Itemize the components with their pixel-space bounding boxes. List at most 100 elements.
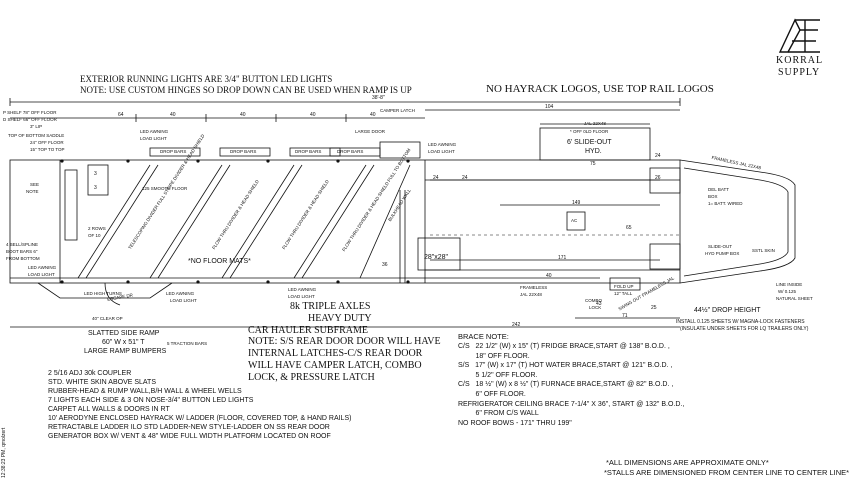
- label-subnote-2: INTERNAL LATCHES-C/S REAR DOOR: [248, 348, 423, 359]
- label-no-mats: *NO FLOOR MATS*: [188, 258, 251, 265]
- spec-item: GENERATOR BOX W/ VENT & 48" WIDE FULL WI…: [48, 433, 331, 440]
- dim-24b: 24: [433, 175, 439, 181]
- spec-item: 10' AERODYNE ENCLOSED HAYRACK W/ LADDER …: [48, 415, 352, 422]
- label-dropbars-4: DROP BARS: [337, 149, 364, 154]
- dim-overall: 38'-8": [372, 95, 385, 101]
- label-3a: 3: [94, 171, 97, 177]
- dim-104: 104: [545, 104, 554, 110]
- label-high-turns: LED HIGH TURNS: [84, 291, 122, 296]
- dim-43: 43: [596, 301, 602, 307]
- label-3b: 3: [94, 185, 97, 191]
- dim-drop-height: 44½" DROP HEIGHT: [694, 307, 761, 314]
- dim-40e: 40: [546, 273, 552, 279]
- label-ramp-2: 60" W x 51" T: [102, 339, 145, 346]
- label-heavy-duty: HEAVY DUTY: [308, 313, 372, 324]
- dim-25: 25: [651, 305, 657, 311]
- label-off-floor: * OFF 0LD FLOOR: [570, 129, 609, 134]
- ac-box: [566, 211, 586, 231]
- label-awning-right-2: LOAD LIGHT: [428, 149, 455, 154]
- label-box-28x28: 28"x28": [424, 254, 449, 261]
- label-of-10: OF 10: [88, 233, 101, 238]
- label-del-batt-1: DEL BATT: [708, 187, 730, 192]
- brace-line: C/S 18 ½" (W) x 8 ½" (T) FURNACE BRACE,S…: [458, 381, 674, 389]
- brace-line: 6" FROM C/S WALL: [458, 410, 539, 418]
- dim-75: 75: [590, 161, 596, 167]
- label-subnote-3: WILL HAVE CAMPER LATCH, COMBO: [248, 360, 422, 371]
- brace-list: C/S 22 1/2" (W) x 15" (T) FRIDGE BRACE,S…: [458, 343, 684, 429]
- label-large-door: LARGE DOOR: [355, 129, 386, 134]
- label-fold-1: FOLD UP: [614, 284, 634, 289]
- brace-line: REFRIGERATOR CEILING BRACE 7-1/4" X 36",…: [458, 400, 685, 408]
- spec-list: 2 5/16 ADJ 30k COUPLER STD. WHITE SKIN A…: [48, 370, 351, 442]
- header-exterior: EXTERIOR RUNNING LIGHTS ARE 3/4" BUTTON …: [80, 74, 333, 84]
- label-awning-left-2: LOAD LIGHT: [28, 272, 55, 277]
- label-slide-out: 6' SLIDE-OUT: [567, 139, 612, 146]
- spec-item: STD. WHITE SKIN ABOVE SLATS: [48, 379, 157, 386]
- trailer-nose-outline: [679, 159, 796, 284]
- dim-242: 242: [512, 322, 521, 328]
- label-see: SEE: [30, 182, 40, 187]
- spec-item: RUBBER-HEAD & RUMP WALL,B/H WALL & WHEEL…: [48, 388, 242, 395]
- label-awning-bot-2b: LOAD LIGHT: [288, 294, 315, 299]
- logo-supply: SUPPLY: [778, 67, 821, 78]
- label-combo-2: LOCK: [589, 305, 602, 310]
- label-awning-top-2: LOAD LIGHT: [140, 136, 167, 141]
- dim-26: 26: [655, 175, 661, 181]
- dim-40a: 40: [170, 112, 176, 118]
- spec-item: 2 5/16 ADJ 30k COUPLER: [48, 370, 132, 377]
- label-dropbars-2: DROP BARS: [230, 149, 257, 154]
- label-saddle-24: 24" OFF FLOOR: [30, 140, 64, 145]
- label-install-2: (INSULATE UNDER SHEETS FOR LQ TRAILERS O…: [680, 326, 809, 332]
- label-saddle-15: 15" TOP TO TOP: [30, 147, 65, 152]
- label-del-batt-2: BOX: [708, 194, 718, 199]
- footer-stalls: *STALLS ARE DIMENSIONED FROM CENTER LINE…: [604, 468, 850, 477]
- label-install-1: INSTALL 0.125 SHEETS W/ MAGNA-LOCK FASTE…: [676, 319, 805, 325]
- label-ramp-3: LARGE RAMP BUMPERS: [84, 348, 167, 355]
- label-awning-top-1: LED AWNING: [140, 129, 169, 134]
- label-floor-smooth: 125 SMOOTH FLOOR: [142, 186, 188, 191]
- label-awning-right-1: LED AWNING: [428, 142, 457, 147]
- footer-stamp: 12:38:23 PM, qmolzert: [1, 427, 7, 478]
- dim-149: 149: [572, 200, 581, 206]
- spec-item: 7 LIGHTS EACH SIDE & 3 ON NOSE-3/4" BUTT…: [48, 397, 254, 404]
- label-awning-left-1: LED AWNING: [28, 265, 57, 270]
- label-awning-bot-1b: LOAD LIGHT: [170, 298, 197, 303]
- dim-40b: 40: [240, 112, 246, 118]
- brace-line: C/S 22 1/2" (W) x 15" (T) FRIDGE BRACE,S…: [458, 343, 670, 350]
- label-ramp-1: SLATTED SIDE RAMP: [88, 330, 160, 337]
- label-fold-2: 12" TALL: [614, 291, 633, 296]
- brace-line: 6" OFF FLOOR.: [458, 390, 526, 398]
- label-frameless-2: JAL 22X48: [520, 292, 542, 297]
- label-note: NOTE: [26, 189, 39, 194]
- label-clear-opening: 40" CLEAR OP: [92, 316, 123, 321]
- label-axles: 8k TRIPLE AXLES: [290, 301, 371, 312]
- label-bell-1: 4 BELL/SPLINE: [6, 242, 39, 247]
- label-frameless-1: FRAMELESS: [520, 285, 548, 290]
- label-awning-bot-1a: LED AWNING: [166, 291, 195, 296]
- label-camper-latch: CAMPER LATCH: [380, 108, 415, 113]
- label-subnote-4: LOCK, & PRESSURE LATCH: [248, 372, 375, 383]
- label-slide-pump-1: SLIDE-OUT: [708, 244, 733, 249]
- footer-approx: *ALL DIMENSIONS ARE APPROXIMATE ONLY*: [606, 458, 769, 467]
- header-hayrack: NO HAYRACK LOGOS, USE TOP RAIL LOGOS: [486, 83, 714, 95]
- logo-korral: KORRAL: [776, 55, 824, 66]
- dim-64: 64: [118, 112, 124, 118]
- brace-line: 18" OFF FLOOR.: [458, 352, 530, 360]
- dim-171: 171: [558, 255, 567, 261]
- label-awning-bot-2a: LED AWNING: [288, 287, 317, 292]
- dim-36: 36: [382, 262, 388, 268]
- label-hyd: HYD.: [585, 148, 602, 155]
- label-bell-2: BOOT BARS 6": [6, 249, 38, 254]
- slide-out-box: [539, 127, 651, 161]
- label-rows: 2 ROWS: [88, 226, 106, 231]
- label-slide-pump-2: HYD PUMP BOX: [705, 251, 740, 256]
- spec-item: CARPET ALL WALLS & DOORS IN RT: [48, 406, 170, 413]
- label-dropbars-1: DROP BARS: [160, 149, 187, 154]
- label-traction: 5 TRACTION BARS: [167, 341, 208, 346]
- header-note: NOTE: USE CUSTOM HINGES SO DROP DOWN CAN…: [80, 85, 412, 95]
- brace-line: NO ROOF BOWS - 171" THRU 199": [458, 419, 572, 427]
- dim-40c: 40: [310, 112, 316, 118]
- brace-line: S/S 17" (W) x 17" (T) HOT WATER BRACE,ST…: [458, 362, 673, 370]
- label-saddle: TOP OF BOTTOM SADDLE: [8, 133, 65, 138]
